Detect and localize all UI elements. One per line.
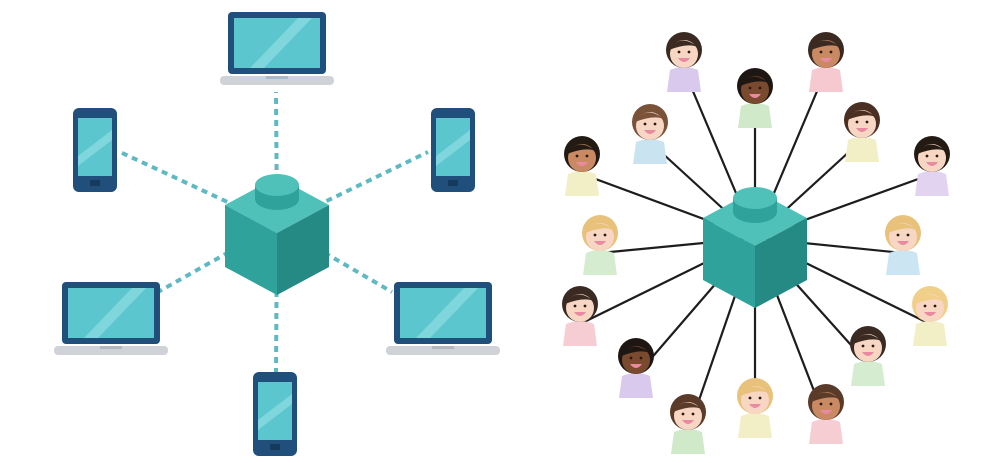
person-avatar [618,338,654,398]
hub-block [703,187,807,308]
people-network [562,32,950,454]
person-avatar [670,394,706,454]
phone-icon [73,108,117,192]
person-avatar [850,326,886,386]
person-avatar [808,32,844,92]
person-avatar [666,32,702,92]
person-avatar [632,104,668,164]
device-network [54,12,500,456]
person-avatar [844,102,880,162]
phone-icon [253,372,297,456]
hub-block [225,174,329,295]
laptop-icon [54,282,168,355]
person-avatar [808,384,844,444]
phone-icon [431,108,475,192]
person-avatar [564,136,600,196]
person-avatar [562,286,598,346]
laptop-icon [220,12,334,85]
dashed-link [119,150,278,227]
person-avatar [912,286,948,346]
person-avatar [582,215,618,275]
person-avatar [737,68,773,128]
person-avatar [885,215,921,275]
person-avatar [737,378,773,438]
person-avatar [914,136,950,196]
laptop-icon [386,282,500,355]
